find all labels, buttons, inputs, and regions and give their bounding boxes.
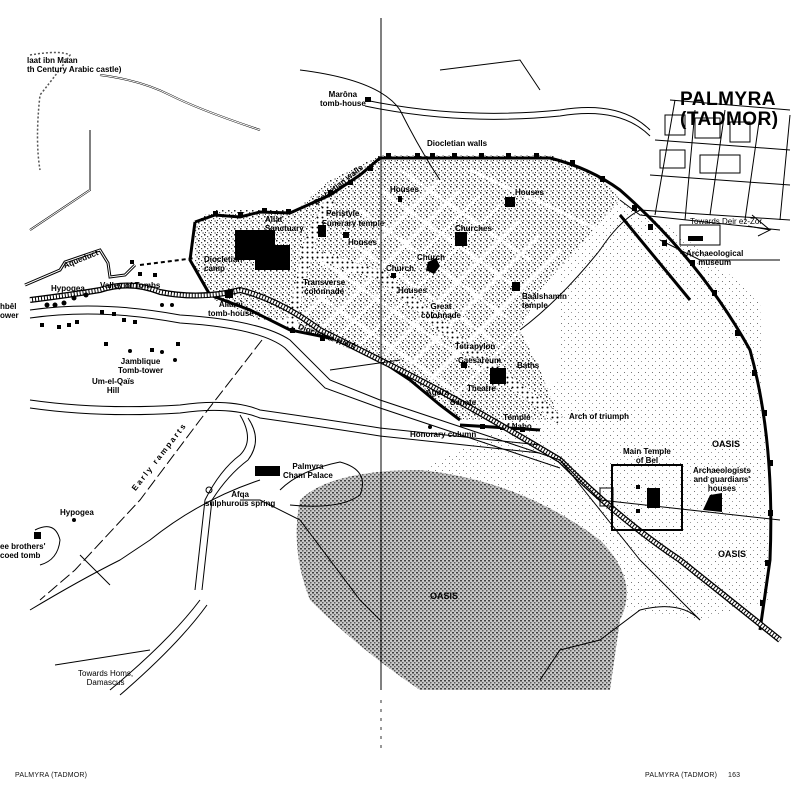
- modern-town-grid: [639, 99, 791, 246]
- wall-towers: [213, 153, 773, 606]
- label-arch-of-triumph: Arch of triumph: [569, 412, 629, 421]
- label-church: Church: [417, 253, 445, 262]
- footer-left-running-head: PALMYRA (TADMOR): [15, 772, 88, 779]
- label-houses: Houses: [390, 185, 419, 194]
- street-grid: [298, 168, 601, 397]
- label-caesareum: Caesareum: [458, 356, 502, 365]
- label-valley-of-tombs: Valley of Tombs: [100, 281, 161, 290]
- label-towards-homs: Towards Homs,Damascus: [78, 669, 134, 687]
- great-colonnade: [298, 245, 563, 424]
- title-line-2: (TADMOR): [680, 109, 779, 130]
- label-agora: Agora: [426, 388, 450, 397]
- label-hypogea: Hypogea: [60, 508, 94, 517]
- label-houses: Houses: [515, 188, 544, 197]
- label-baths: Baths: [517, 361, 540, 370]
- label-honorary-column: Honorary column: [410, 430, 477, 439]
- label-towards-deir-ez-zor: Towards Deir ez-Zor: [690, 217, 763, 226]
- temple-of-bel-enclosure: [611, 464, 683, 531]
- early-ramparts-line: [39, 339, 263, 601]
- label-brothers-tomb: ee brothers'coed tomb: [0, 542, 46, 560]
- label-oasis: OASIS: [712, 439, 741, 449]
- map-title: PALMYRA (TADMOR): [680, 90, 779, 130]
- label-church: Church: [386, 264, 414, 273]
- title-line-1: PALMYRA: [680, 89, 777, 110]
- label-theatre: Theatre: [467, 384, 496, 393]
- roads: [29, 59, 781, 696]
- monuments: [34, 97, 703, 539]
- label-tetrapylon: Tetrapylon: [455, 342, 496, 351]
- diocletian-walls: [188, 156, 773, 631]
- page-number: 163: [728, 772, 741, 779]
- label-funerary-temple: Funerary temple: [322, 219, 385, 228]
- label-houses: Houses: [398, 286, 427, 295]
- label-peristyle: Peristyle: [326, 209, 360, 218]
- label-hypogea: Hypogea: [51, 284, 85, 293]
- label-churches: Churches: [455, 224, 492, 233]
- transverse-colonnade: [285, 197, 335, 331]
- label-oasis: OASIS: [718, 549, 747, 559]
- label-houses: Houses: [348, 238, 377, 247]
- label-oasis: OASIS: [430, 591, 459, 601]
- label-diocletian-walls-top: Diocletian walls: [427, 139, 488, 148]
- footer-right-running-head: PALMYRA (TADMOR): [645, 772, 718, 779]
- label-senate: Senate: [450, 398, 477, 407]
- south-oasis: [296, 470, 627, 690]
